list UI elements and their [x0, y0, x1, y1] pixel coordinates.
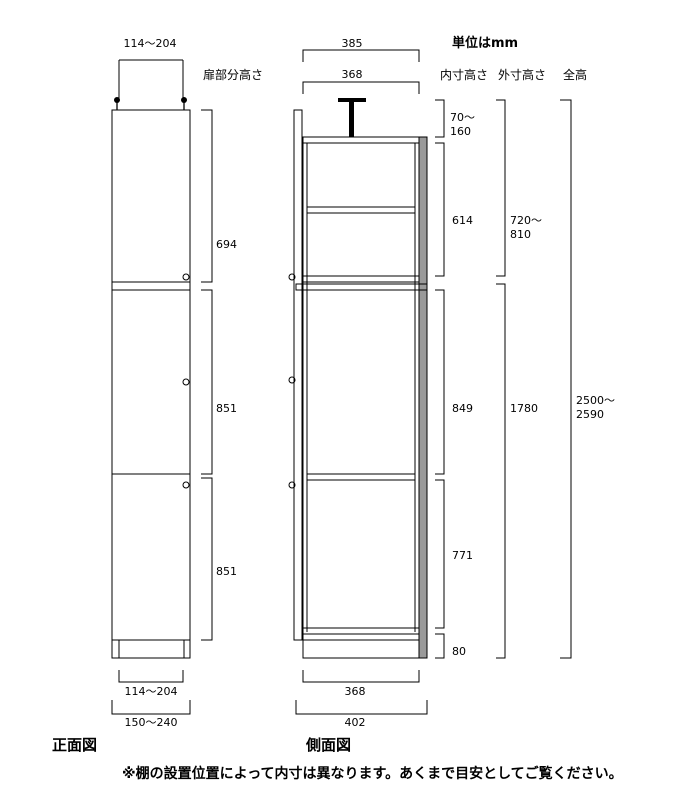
side-bottom-board — [302, 627, 420, 635]
side-top-depth: 385 — [342, 37, 363, 50]
front-bottom-outer-bracket — [111, 700, 191, 715]
side-bottom-outer-depth: 402 — [345, 716, 366, 729]
inner-height-5: 80 — [452, 645, 466, 658]
upper-door-knob — [182, 273, 190, 281]
door-height-bracket-1 — [201, 109, 213, 283]
inner-height-1-line1: 70～ — [450, 111, 475, 124]
inner-height-bracket-2 — [435, 142, 445, 277]
side-bottom-inner-depth: 368 — [345, 685, 366, 698]
side-top-inner-depth: 368 — [342, 68, 363, 81]
front-view-caption: 正面図 — [52, 736, 97, 754]
door-height-1: 694 — [216, 238, 237, 251]
unit-label: 単位はmm — [452, 35, 518, 51]
side-bottom-outer-bracket — [295, 700, 428, 715]
inner-height-bracket-3 — [435, 289, 445, 475]
door-height-bracket-3 — [201, 477, 213, 641]
total-height: 2500～ 2590 — [576, 394, 619, 421]
ceiling-anchor — [338, 98, 366, 137]
inner-height-bracket-4 — [435, 479, 445, 629]
footnote: ※棚の設置位置によって内寸は異なります。あくまで目安としてご覧ください。 — [122, 765, 623, 782]
total-height-line2: 2590 — [576, 408, 604, 421]
inner-height-1: 70～ 160 — [450, 111, 479, 138]
inner-height-4: 771 — [452, 549, 473, 562]
outer-height-1-line1: 720～ — [510, 214, 542, 227]
door-height-2: 851 — [216, 402, 237, 415]
side-shelf-2 — [306, 473, 416, 481]
side-cabinet-body — [302, 136, 420, 659]
side-top-depth-bracket — [302, 49, 420, 62]
inner-height-3: 849 — [452, 402, 473, 415]
side-divider-upper — [302, 275, 420, 283]
side-bottom-inner-bracket — [302, 670, 420, 683]
outer-height-2: 1780 — [510, 402, 538, 415]
door-height-header: 扉部分高さ — [203, 67, 263, 82]
side-back-panel — [418, 136, 428, 659]
front-upper-door — [111, 109, 191, 283]
inner-height-1-line2: 160 — [450, 125, 471, 138]
outer-height-header: 外寸高さ — [498, 67, 546, 82]
front-top-width-bracket — [118, 59, 184, 100]
outer-height-bracket-2 — [496, 283, 506, 659]
inner-height-2: 614 — [452, 214, 473, 227]
total-height-bracket — [560, 99, 572, 659]
door-height-bracket-2 — [201, 289, 213, 475]
inner-height-bracket-1 — [435, 99, 445, 138]
side-door-panel — [293, 109, 303, 641]
front-top-width: 114～204 — [124, 37, 177, 50]
front-cabinet-body — [111, 109, 191, 659]
inner-height-bracket-5 — [435, 633, 445, 659]
front-view: 114～204 694 851 851 1 — [52, 37, 237, 754]
total-height-header: 全高 — [563, 67, 587, 82]
outer-height-1-line2: 810 — [510, 228, 531, 241]
middle-door-knob — [182, 378, 190, 386]
door-height-3: 851 — [216, 565, 237, 578]
front-bottom-outer-width: 150～240 — [125, 716, 178, 729]
side-view-caption: 側面図 — [305, 736, 351, 754]
inner-height-header: 内寸高さ — [440, 67, 488, 82]
lower-door-knob — [182, 481, 190, 489]
total-height-line1: 2500～ — [576, 394, 615, 407]
front-bottom-inner-width: 114～204 — [125, 685, 178, 698]
front-bottom-inner-bracket — [118, 670, 184, 683]
outer-height-bracket-1 — [496, 99, 506, 277]
side-shelf-1 — [306, 206, 416, 214]
outer-height-1: 720～ 810 — [510, 214, 546, 241]
column-headers: 単位はmm 扉部分高さ 内寸高さ 外寸高さ 全高 — [203, 35, 587, 82]
side-view: 385 368 — [288, 37, 619, 754]
side-top-inner-depth-bracket — [302, 81, 420, 94]
ceiling-pins — [114, 97, 187, 110]
side-divider-lower — [295, 283, 428, 291]
